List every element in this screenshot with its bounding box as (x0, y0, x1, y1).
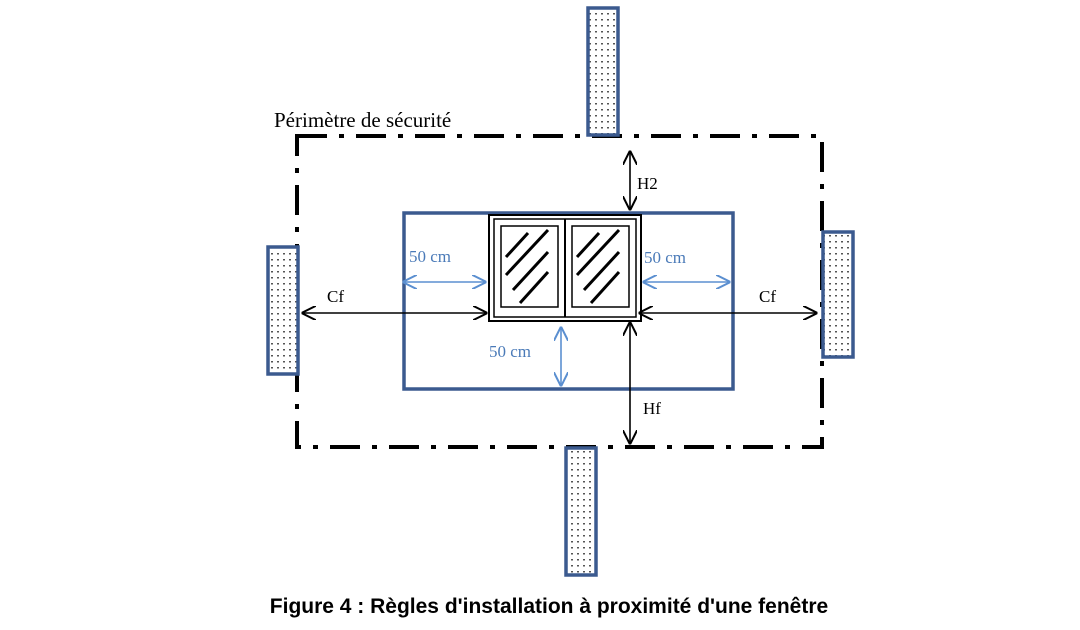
cf-left-label: Cf (327, 287, 344, 306)
radiator-bottom (564, 446, 598, 577)
radiator-left (266, 245, 300, 376)
perimeter-label: Périmètre de sécurité (274, 108, 451, 132)
dist-right-label: 50 cm (644, 248, 686, 267)
clearance-zone (402, 211, 735, 391)
cf-right-label: Cf (759, 287, 776, 306)
h2-label: H2 (637, 174, 658, 193)
window-icon (488, 214, 642, 322)
radiator-top (586, 6, 620, 137)
hf-label: Hf (643, 399, 661, 418)
safety-perimeter (295, 134, 824, 449)
figure-caption: Figure 4 : Règles d'installation à proxi… (270, 595, 828, 618)
dist-bottom-label: 50 cm (489, 342, 531, 361)
dist-left-label: 50 cm (409, 247, 451, 266)
radiator-right (821, 230, 855, 359)
